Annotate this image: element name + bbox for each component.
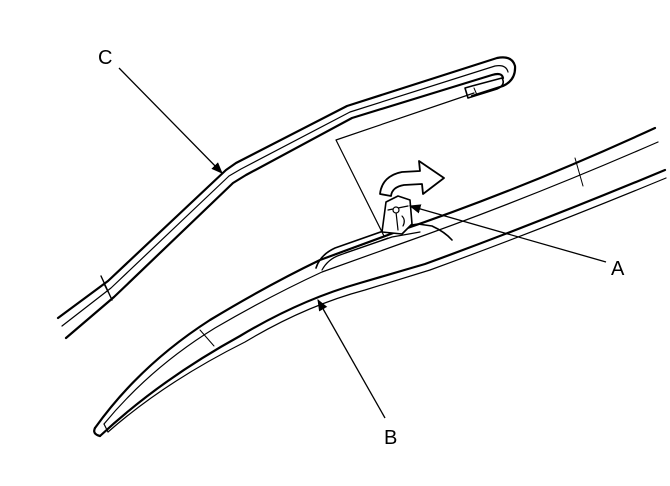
callout-b: B xyxy=(384,427,397,449)
leader-b xyxy=(317,298,386,419)
wiper-blade xyxy=(93,126,667,438)
leader-c xyxy=(118,67,223,174)
wiper-arm xyxy=(56,56,517,340)
callout-c: C xyxy=(98,47,112,69)
callout-a: A xyxy=(611,258,625,280)
leader-lines xyxy=(118,67,607,419)
release-direction-arrow-icon xyxy=(379,160,445,197)
leader-a xyxy=(408,204,607,263)
release-tab xyxy=(381,195,413,235)
